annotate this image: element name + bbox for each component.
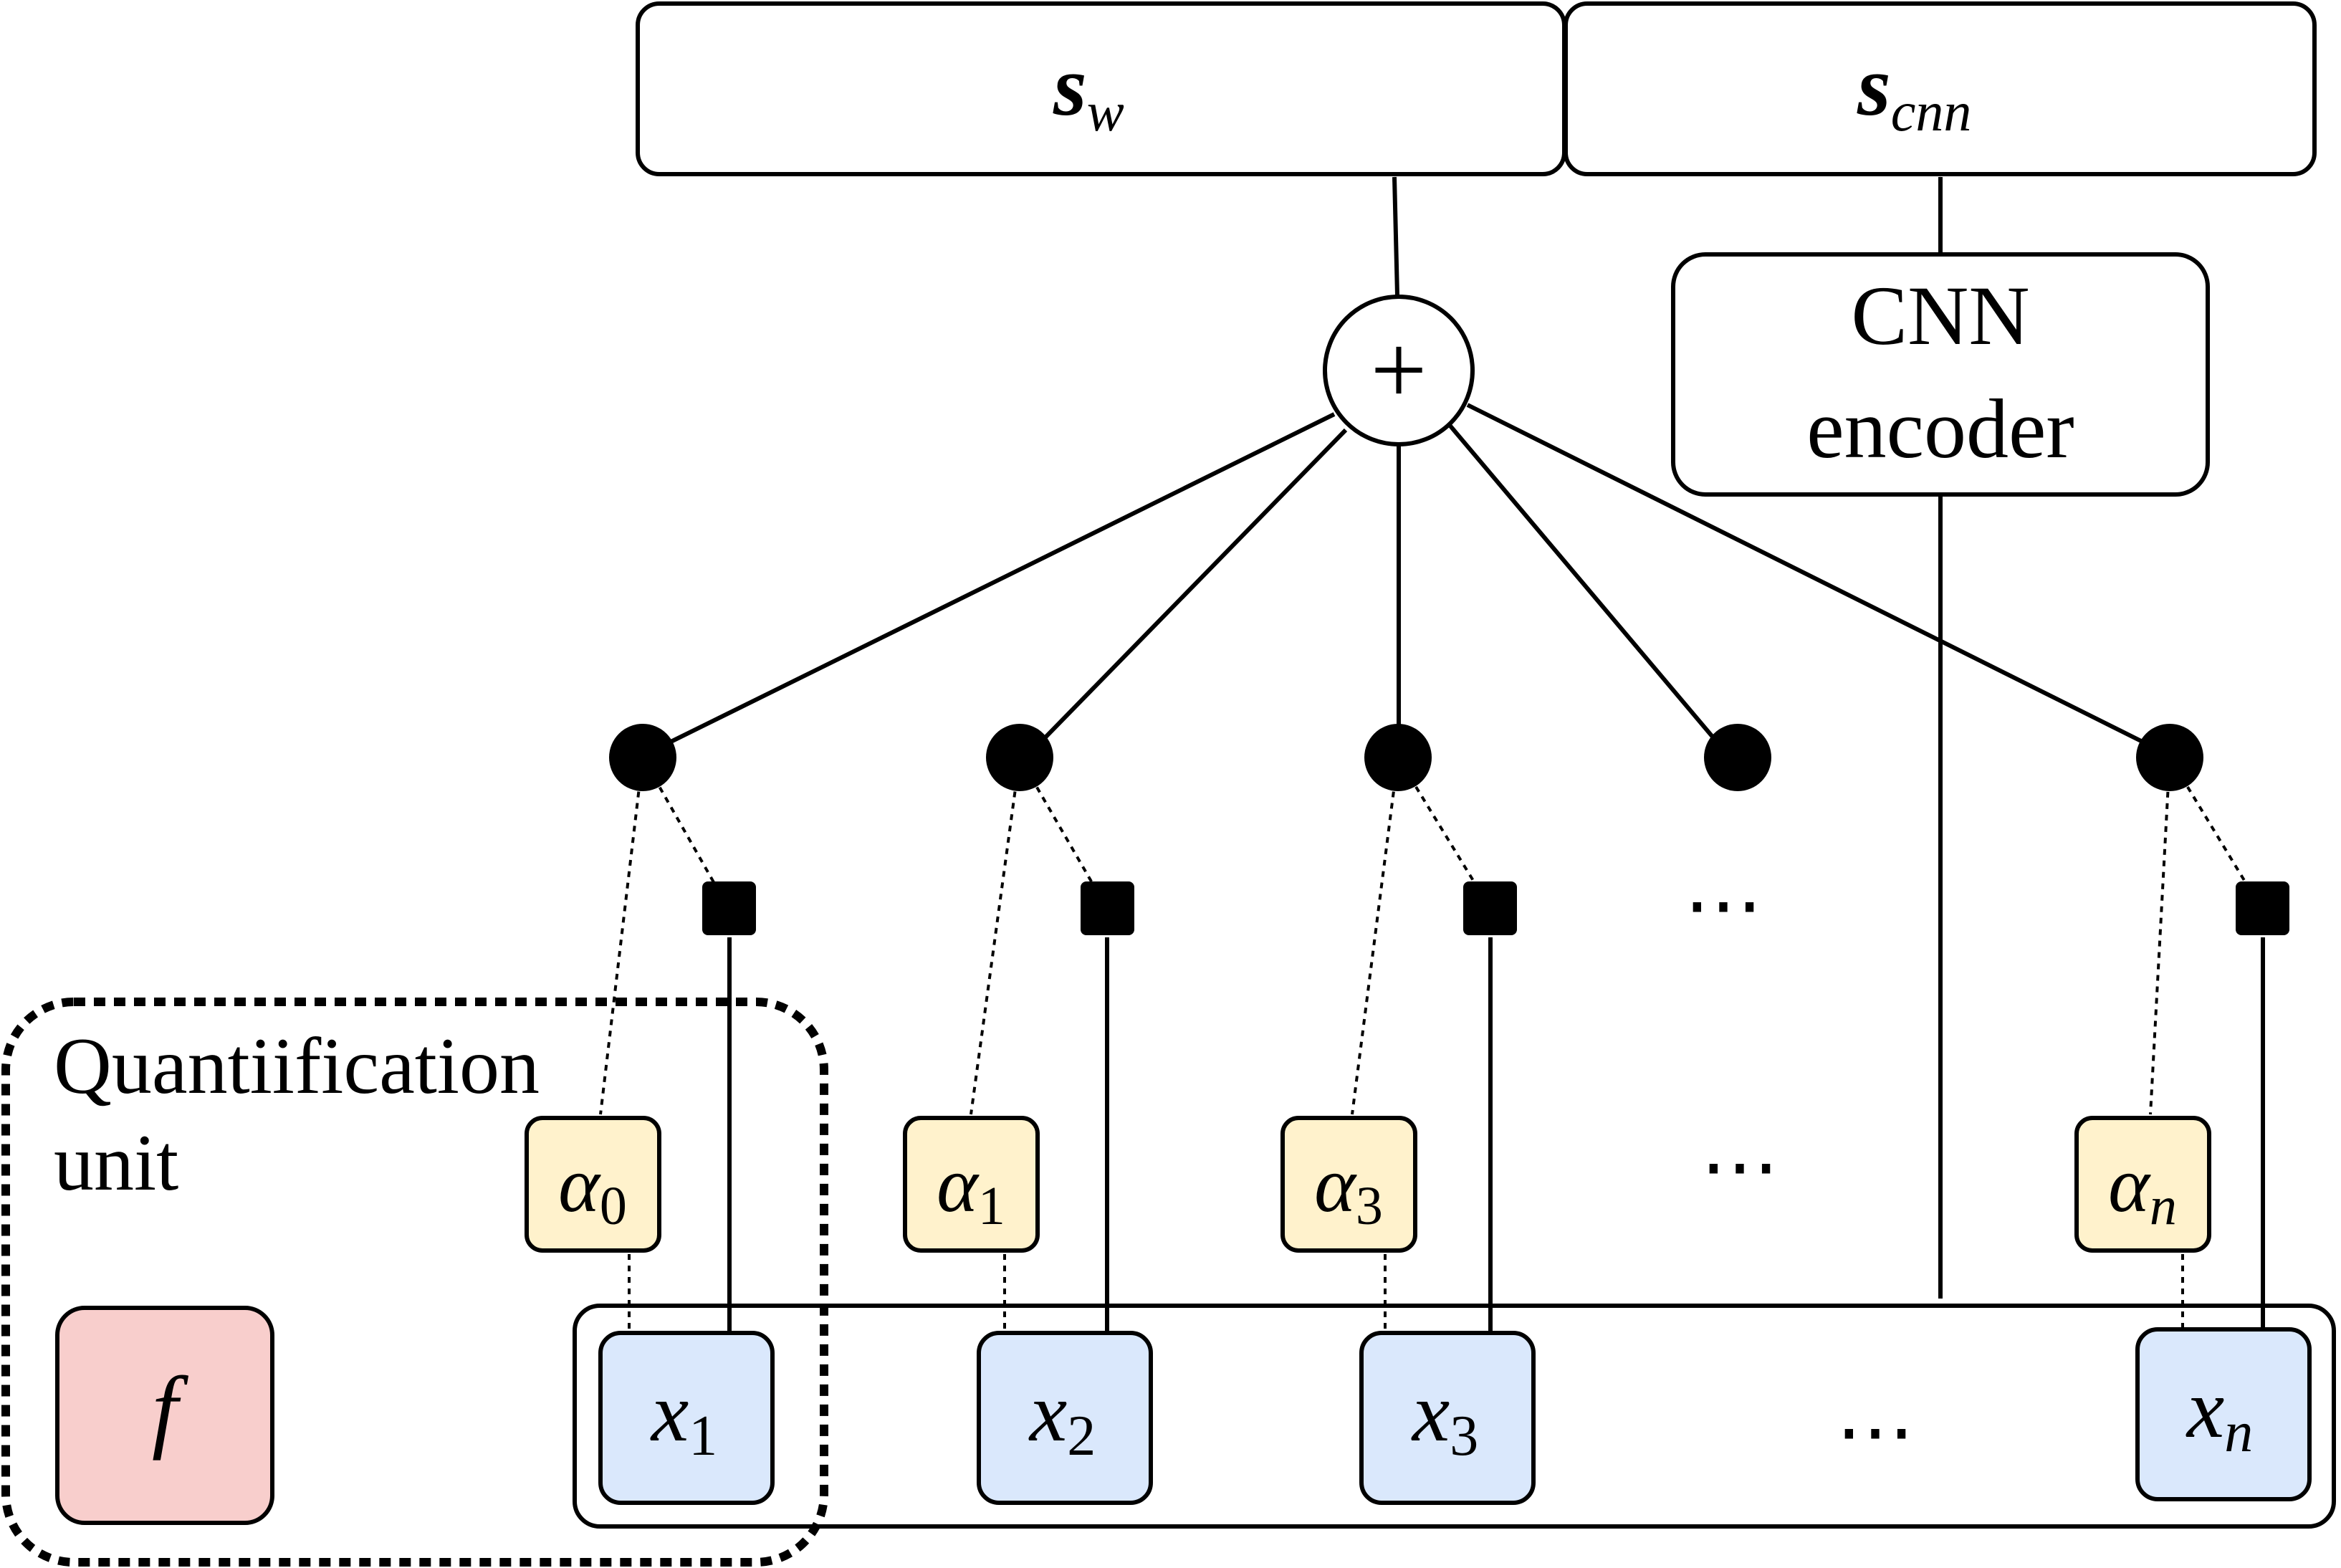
cnn-encoder-box — [1671, 252, 2210, 497]
quantification-unit-label-line2: unit — [54, 1119, 178, 1208]
input-label-2: x2 — [1028, 1365, 1096, 1468]
input-label-1: x1 — [650, 1365, 717, 1468]
input-label-3: x3 — [1411, 1365, 1478, 1468]
plus-symbol: + — [1371, 315, 1427, 426]
sum-edge-4 — [1466, 403, 2151, 747]
quantification-unit-region — [1, 998, 828, 1567]
sw-label: sw — [1053, 38, 1124, 143]
alpha-label-1: α1 — [937, 1141, 1005, 1236]
scnn-label: scnn — [1857, 38, 1971, 143]
input-box-2 — [977, 1331, 1153, 1505]
ellipsis-squares: ⋯ — [1684, 861, 1763, 949]
dotted-node-alpha-3 — [2149, 757, 2171, 1115]
function-box — [55, 1306, 274, 1525]
cnn-encoder-line1: CNN — [1851, 269, 2029, 363]
alpha-label-2: α3 — [1314, 1141, 1383, 1236]
cnn-encoder-line2: encoder — [1806, 382, 2074, 476]
alpha-label-0: α0 — [558, 1141, 627, 1236]
quantification-unit-label-line1: Quantiification — [54, 1022, 540, 1111]
dotted-node-alpha-1 — [970, 757, 1021, 1115]
sum-to-sw-arrow — [1392, 176, 1399, 296]
alpha-box-2 — [1280, 1116, 1417, 1253]
sum-edge-0 — [658, 412, 1336, 750]
quantized-square-1 — [1081, 881, 1134, 935]
quantized-square-0 — [702, 881, 756, 935]
input-box-3 — [1359, 1331, 1536, 1505]
scnn-output-box — [1564, 1, 2317, 176]
alpha-box-3 — [2074, 1116, 2211, 1253]
dotted-node-alpha-0 — [599, 757, 644, 1115]
quantized-square-2 — [1463, 881, 1517, 935]
alpha-box-1 — [903, 1116, 1040, 1253]
weighted-node-3 — [1704, 724, 1771, 791]
input-box-1 — [598, 1331, 775, 1505]
input-box-n — [2135, 1327, 2312, 1501]
input-label-n: xn — [2186, 1362, 2253, 1464]
alpha-label-3: αn — [2108, 1141, 2177, 1236]
input-sequence-container — [573, 1304, 2336, 1529]
sum-edge-1 — [1035, 428, 1348, 747]
sum-edge-3 — [1447, 423, 1722, 747]
quantized-square-3 — [2236, 881, 2289, 935]
alpha-box-0 — [525, 1116, 661, 1253]
dotted-node-alpha-2 — [1351, 757, 1399, 1115]
ellipsis-alphas: ⋯ — [1700, 1123, 1779, 1210]
ellipsis-inputs: ⋯ — [1836, 1388, 1915, 1476]
